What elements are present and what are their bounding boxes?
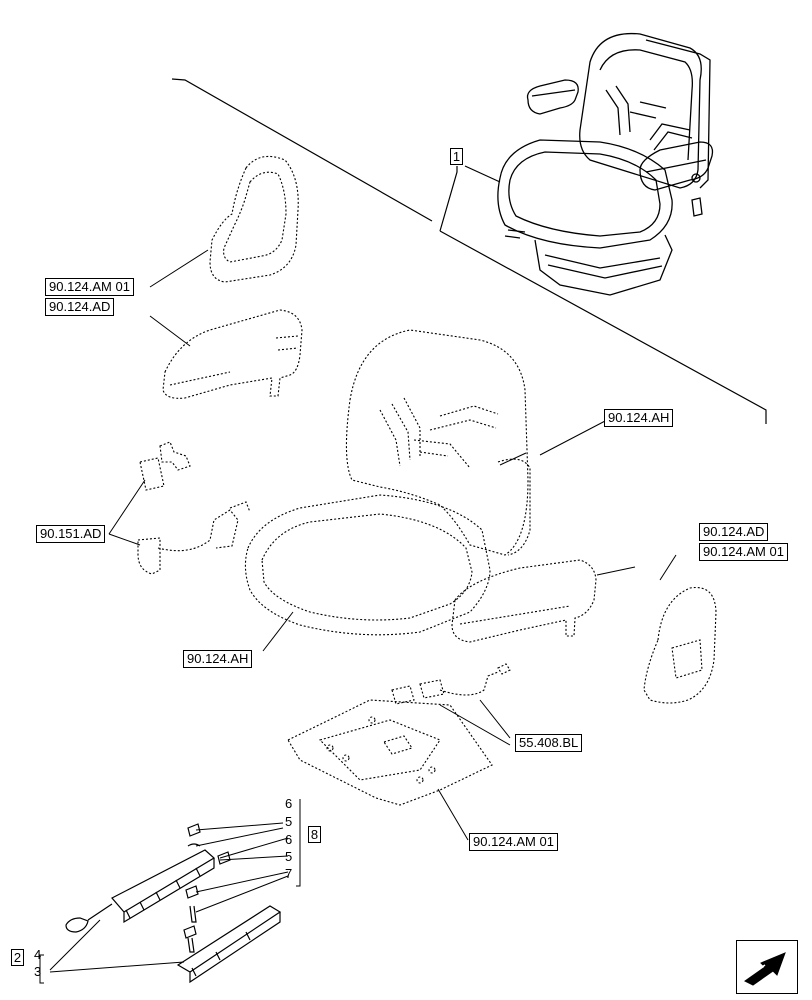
callout-item-4: 4 xyxy=(34,947,42,962)
lever-handle xyxy=(65,903,113,933)
harness-image xyxy=(391,663,511,705)
armrest-cover-right-image xyxy=(643,586,717,704)
ref-label-armrest-cover-right[interactable]: 90.124.AM 01 xyxy=(699,543,788,561)
ref-label-harness[interactable]: 55.408.BL xyxy=(515,734,583,752)
ref-label-seat-cushion[interactable]: 90.124.AH xyxy=(183,650,253,668)
callout-item-5a: 5 xyxy=(285,814,293,829)
ref-label-armrest-left[interactable]: 90.124.AD xyxy=(45,298,115,316)
callout-seat-assembly[interactable]: 1 xyxy=(450,148,463,165)
leader-1 xyxy=(439,165,501,232)
callout-item-7: 7 xyxy=(285,866,293,881)
ref-label-backrest-cushion[interactable]: 90.124.AH xyxy=(604,409,674,427)
ref-label-armrest-cover-left[interactable]: 90.124.AM 01 xyxy=(45,278,134,296)
callout-rail-kit[interactable]: 2 xyxy=(11,949,24,966)
slide-rails-image xyxy=(65,823,282,984)
callout-hardware-kit[interactable]: 8 xyxy=(308,826,321,843)
seat-cushion-image xyxy=(244,494,491,636)
callout-item-5b: 5 xyxy=(285,849,293,864)
ref-label-armrest-right[interactable]: 90.124.AD xyxy=(699,523,769,541)
seat-belt-image xyxy=(137,441,251,575)
armrest-right-image xyxy=(451,559,597,643)
ref-label-seat-belt[interactable]: 90.151.AD xyxy=(36,525,106,543)
callout-item-6a: 6 xyxy=(285,796,293,811)
ref-label-base-plate[interactable]: 90.124.AM 01 xyxy=(469,833,558,851)
seat-assembly-image xyxy=(497,32,714,296)
callout-item-3: 3 xyxy=(34,964,42,979)
base-plate-image xyxy=(287,699,493,806)
callout-item-6b: 6 xyxy=(285,832,293,847)
direction-arrow-icon[interactable] xyxy=(736,940,798,994)
leader-lines xyxy=(39,249,677,984)
armrest-left-image xyxy=(162,309,303,399)
section-line xyxy=(171,78,767,424)
armrest-cover-left-image xyxy=(209,155,299,283)
